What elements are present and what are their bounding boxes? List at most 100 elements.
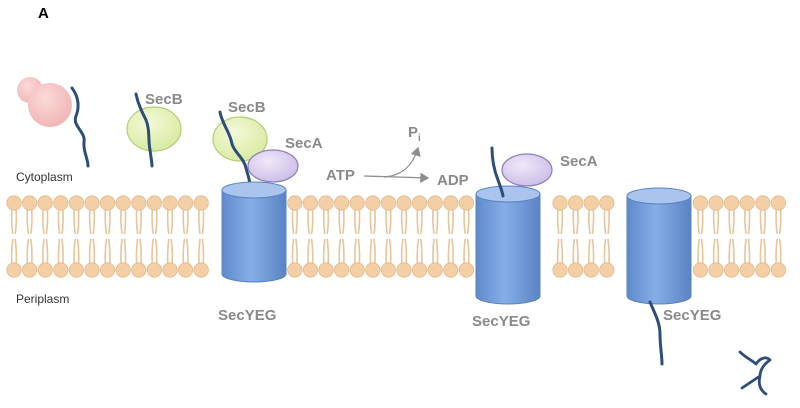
lipid-head bbox=[365, 262, 381, 278]
secyeg-channel-2: SecYEG bbox=[472, 185, 541, 330]
lipid-tail bbox=[182, 210, 186, 235]
lipid-molecule bbox=[755, 195, 771, 278]
lipid-tail bbox=[369, 238, 373, 263]
lipid-molecule bbox=[458, 195, 474, 278]
lipid-head bbox=[68, 195, 85, 211]
lipid-molecule bbox=[427, 195, 443, 278]
lipid-head bbox=[755, 262, 771, 278]
lipid-head bbox=[84, 195, 100, 211]
lipid-head bbox=[739, 262, 755, 278]
lipid-tail bbox=[744, 238, 747, 263]
polypeptide-chain-2 bbox=[134, 92, 154, 168]
lipid-tail bbox=[420, 238, 423, 263]
lipid-molecule bbox=[287, 195, 303, 278]
lipid-molecule bbox=[552, 195, 568, 278]
lipid-tail bbox=[588, 210, 591, 235]
adp-label: ADP bbox=[437, 172, 469, 189]
lipid-tail bbox=[697, 238, 700, 263]
lipid-tail bbox=[291, 238, 295, 263]
lipid-tail bbox=[447, 238, 451, 263]
lipid-tail bbox=[447, 210, 451, 235]
lipid-head bbox=[22, 262, 38, 278]
lipid-tail bbox=[170, 210, 174, 235]
polypeptide-chain-4 bbox=[490, 146, 505, 198]
lipid-tail bbox=[404, 210, 408, 235]
lipid-molecule bbox=[115, 195, 131, 278]
secyeg-1-label: SecYEG bbox=[218, 307, 276, 324]
lipid-tail bbox=[26, 210, 30, 235]
lipid-tail bbox=[73, 238, 76, 263]
lipid-tail bbox=[14, 238, 18, 263]
lipid-molecule bbox=[318, 195, 334, 278]
lipid-tail bbox=[388, 238, 392, 263]
lipid-tail bbox=[310, 210, 314, 235]
lipid-tail bbox=[201, 238, 205, 263]
lipid-molecule bbox=[6, 195, 22, 278]
lipid-tail bbox=[451, 238, 454, 263]
lipid-molecule bbox=[708, 195, 724, 278]
lipid-tail bbox=[700, 238, 704, 263]
lipid-tail bbox=[338, 210, 342, 235]
lipid-head bbox=[100, 262, 116, 278]
lipid-head bbox=[84, 262, 100, 278]
lipid-tail bbox=[310, 238, 314, 263]
lipid-molecule bbox=[302, 195, 318, 278]
lipid-tail bbox=[369, 210, 373, 235]
seca-2-ellipse bbox=[501, 153, 553, 187]
lipid-tail bbox=[400, 210, 404, 235]
lipid-tail bbox=[603, 238, 607, 263]
lipid-molecule bbox=[411, 195, 428, 278]
lipid-molecule bbox=[37, 195, 53, 278]
lipid-tail bbox=[556, 238, 560, 263]
lipid-tail bbox=[322, 238, 326, 263]
lipid-head bbox=[692, 195, 709, 211]
chaperone-with-chain bbox=[17, 77, 90, 168]
lipid-tail bbox=[322, 210, 326, 235]
lipid-tail bbox=[291, 210, 295, 235]
lipid-tail bbox=[728, 238, 732, 263]
secb-complex-1: SecB bbox=[126, 91, 183, 168]
lipid-molecule bbox=[162, 195, 178, 278]
lipid-tail bbox=[759, 210, 763, 235]
lipid-tail bbox=[716, 238, 720, 263]
lipid-tail bbox=[182, 238, 186, 263]
lipid-molecule bbox=[131, 195, 147, 278]
lipid-molecule bbox=[333, 195, 350, 278]
lipid-head bbox=[37, 195, 53, 211]
lipid-head bbox=[115, 262, 131, 278]
lipid-tail bbox=[354, 210, 357, 235]
lipid-tail bbox=[342, 210, 345, 235]
lipid-head bbox=[427, 195, 443, 211]
lipid-tail bbox=[775, 210, 778, 235]
lipid-tail bbox=[451, 210, 454, 235]
lipid-tail bbox=[576, 210, 579, 235]
lipid-head bbox=[567, 262, 584, 278]
lipid-tail bbox=[120, 238, 123, 263]
lipid-molecule bbox=[770, 195, 787, 278]
lipid-head bbox=[396, 262, 412, 278]
lipid-head bbox=[599, 262, 615, 278]
lipid-tail bbox=[61, 210, 64, 235]
lipid-molecule bbox=[396, 195, 412, 278]
lipid-tail bbox=[123, 210, 127, 235]
lipid-head bbox=[599, 195, 615, 211]
lipid-tail bbox=[135, 238, 139, 263]
lipid-tail bbox=[576, 238, 579, 263]
lipid-tail bbox=[700, 210, 704, 235]
lipid-head bbox=[552, 195, 568, 211]
lipid-head bbox=[318, 195, 334, 211]
lipid-head bbox=[380, 262, 396, 278]
lipid-head bbox=[22, 195, 38, 211]
lipid-head bbox=[115, 195, 131, 211]
lipid-tail bbox=[30, 238, 33, 263]
lipid-tail bbox=[712, 238, 716, 263]
lipid-head bbox=[178, 262, 194, 278]
lipid-tail bbox=[416, 238, 420, 263]
lipid-tail bbox=[198, 238, 201, 263]
lipid-head bbox=[287, 262, 303, 278]
lipid-tail bbox=[45, 238, 49, 263]
secb-1-ellipse bbox=[126, 106, 182, 152]
lipid-tail bbox=[385, 210, 388, 235]
lipid-tail bbox=[123, 238, 127, 263]
